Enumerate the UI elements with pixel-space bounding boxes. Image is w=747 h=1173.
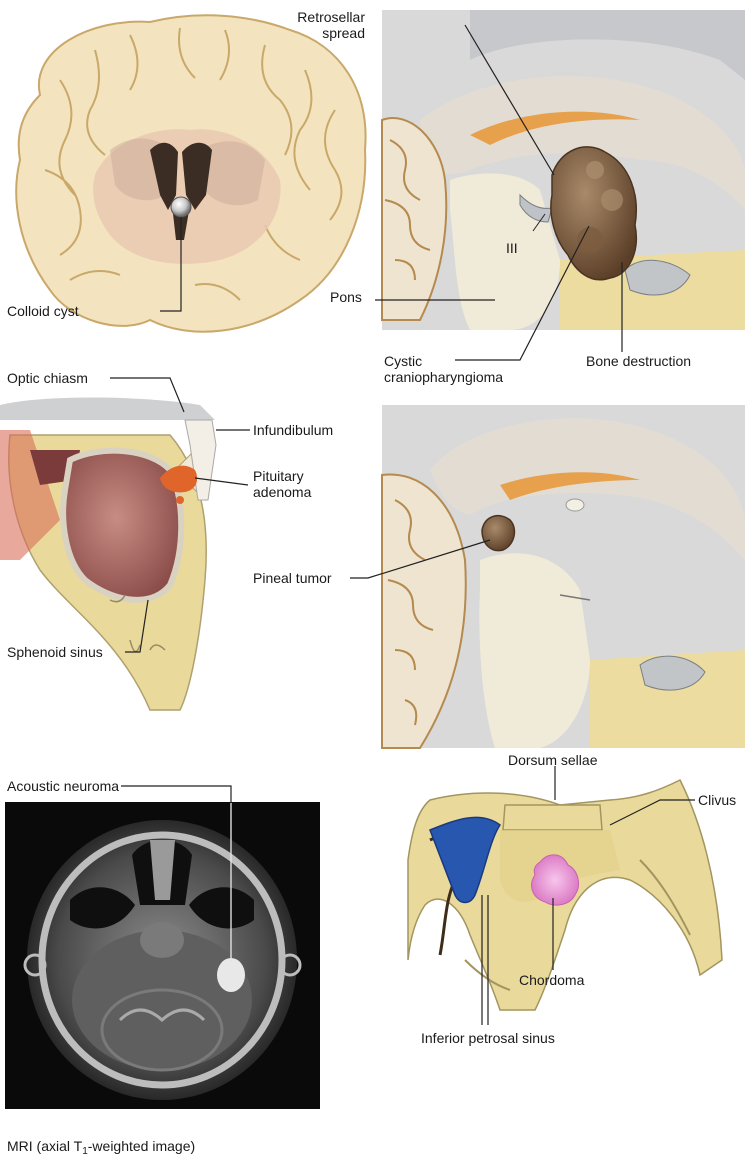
- label-dorsum-sellae: Dorsum sellae: [508, 752, 597, 768]
- label-mri-caption: MRI (axial T1-weighted image): [7, 1138, 195, 1154]
- label-chordoma: Chordoma: [519, 972, 584, 988]
- mri-caption-suffix: -weighted image): [88, 1138, 195, 1154]
- label-adenoma-line2: adenoma: [253, 484, 311, 500]
- pineal-tumor-mass: [482, 516, 514, 551]
- mri-caption-prefix: MRI (axial T: [7, 1138, 82, 1154]
- label-adenoma-line1: Pituitary: [253, 468, 311, 484]
- label-retrosellar-spread: Retrosellar spread: [280, 9, 365, 41]
- label-pons: Pons: [330, 289, 362, 305]
- label-optic-chiasm: Optic chiasm: [7, 370, 88, 386]
- label-cranio-line2: craniopharyngioma: [384, 369, 503, 385]
- label-pineal-tumor: Pineal tumor: [253, 570, 332, 586]
- label-cranio-line1: Cystic: [384, 353, 503, 369]
- label-retrosellar-line1: Retrosellar: [280, 9, 365, 25]
- label-third-ventricle: III: [506, 240, 518, 256]
- coronal-brain-illustration: [16, 15, 365, 331]
- label-bone-destruction: Bone destruction: [586, 353, 691, 369]
- sella-pituitary-illustration: [0, 398, 216, 711]
- mri-axial-image: [5, 802, 320, 1109]
- colloid-cyst-marker: [171, 197, 191, 217]
- sagittal-pineal-illustration: [382, 405, 745, 748]
- label-retrosellar-line2: spread: [280, 25, 365, 41]
- label-pituitary-adenoma: Pituitary adenoma: [253, 468, 311, 500]
- label-clivus: Clivus: [698, 792, 736, 808]
- acoustic-neuroma-mass: [217, 958, 245, 992]
- label-colloid-cyst: Colloid cyst: [7, 303, 79, 319]
- label-acoustic-neuroma: Acoustic neuroma: [7, 778, 119, 794]
- label-sphenoid-sinus: Sphenoid sinus: [7, 644, 103, 660]
- label-cystic-craniopharyngioma: Cystic craniopharyngioma: [384, 353, 503, 385]
- label-infundibulum: Infundibulum: [253, 422, 333, 438]
- label-inferior-petrosal-sinus: Inferior petrosal sinus: [421, 1030, 555, 1046]
